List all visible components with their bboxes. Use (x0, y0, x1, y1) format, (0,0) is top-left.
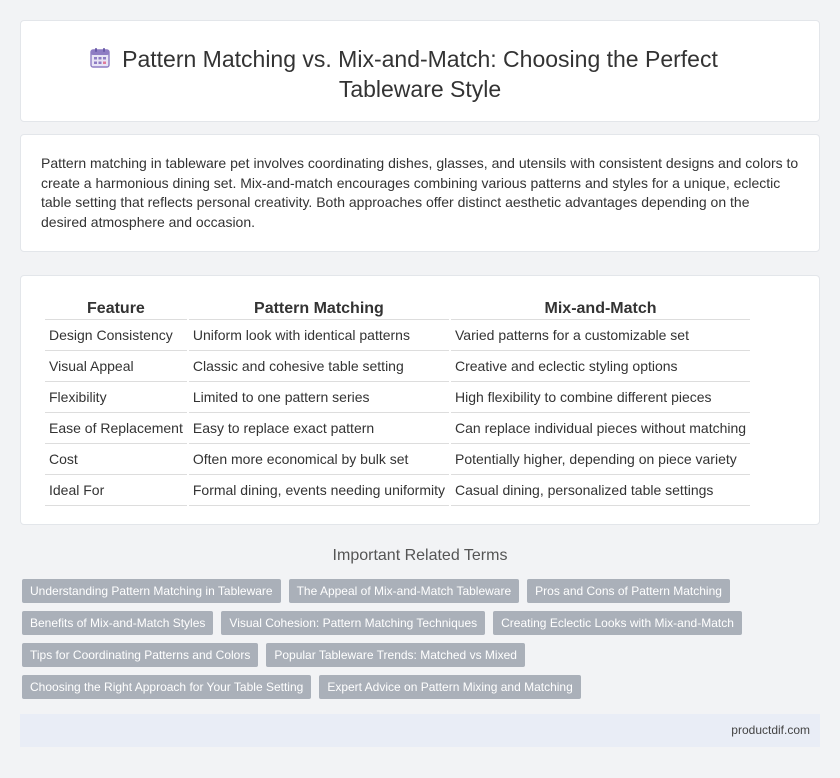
related-term-tag[interactable]: The Appeal of Mix-and-Match Tableware (288, 579, 520, 603)
table-cell: Potentially higher, depending on piece v… (451, 444, 751, 475)
table-cell: Cost (45, 444, 187, 475)
table-row: Ease of Replacement Easy to replace exac… (45, 413, 751, 444)
table-cell: Classic and cohesive table setting (188, 351, 449, 382)
related-term-tag[interactable]: Expert Advice on Pattern Mixing and Matc… (319, 675, 581, 699)
footer-site-link[interactable]: productdif.com (731, 723, 810, 737)
table-cell: Formal dining, events needing uniformity (188, 475, 449, 506)
table-cell: Often more economical by bulk set (188, 444, 449, 475)
table-cell: Varied patterns for a customizable set (451, 320, 751, 351)
table-cell: High flexibility to combine different pi… (451, 382, 751, 413)
comparison-table: Feature Pattern Matching Mix-and-Match D… (43, 296, 752, 506)
table-row: Flexibility Limited to one pattern serie… (45, 382, 751, 413)
header-pattern-matching: Pattern Matching (188, 296, 449, 320)
table-cell: Creative and eclectic styling options (451, 351, 751, 382)
comparison-card: Feature Pattern Matching Mix-and-Match D… (20, 275, 820, 525)
table-row: Visual Appeal Classic and cohesive table… (45, 351, 751, 382)
related-term-tag[interactable]: Visual Cohesion: Pattern Matching Techni… (221, 611, 486, 635)
table-header-row: Feature Pattern Matching Mix-and-Match (45, 296, 751, 320)
table-cell: Limited to one pattern series (188, 382, 449, 413)
related-term-tag[interactable]: Choosing the Right Approach for Your Tab… (22, 675, 312, 699)
title-card: Pattern Matching vs. Mix-and-Match: Choo… (20, 20, 820, 122)
table-row: Ideal For Formal dining, events needing … (45, 475, 751, 506)
table-cell: Can replace individual pieces without ma… (451, 413, 751, 444)
related-term-tag[interactable]: Creating Eclectic Looks with Mix-and-Mat… (493, 611, 742, 635)
table-cell: Easy to replace exact pattern (188, 413, 449, 444)
table-cell: Ideal For (45, 475, 187, 506)
header-feature: Feature (45, 296, 187, 320)
page-title: Pattern Matching vs. Mix-and-Match: Choo… (122, 46, 718, 102)
table-row: Cost Often more economical by bulk set P… (45, 444, 751, 475)
header-mix-and-match: Mix-and-Match (451, 296, 751, 320)
related-term-tag[interactable]: Tips for Coordinating Patterns and Color… (22, 643, 259, 667)
table-cell: Design Consistency (45, 320, 187, 351)
table-cell: Visual Appeal (45, 351, 187, 382)
intro-card: Pattern matching in tableware pet involv… (20, 134, 820, 252)
related-term-tag[interactable]: Benefits of Mix-and-Match Styles (22, 611, 214, 635)
table-row: Design Consistency Uniform look with ide… (45, 320, 751, 351)
calendar-icon (90, 48, 110, 68)
table-cell: Casual dining, personalized table settin… (451, 475, 751, 506)
related-term-tag[interactable]: Understanding Pattern Matching in Tablew… (22, 579, 281, 603)
table-cell: Uniform look with identical patterns (188, 320, 449, 351)
related-term-tag[interactable]: Pros and Cons of Pattern Matching (527, 579, 730, 603)
intro-paragraph: Pattern matching in tableware pet involv… (41, 155, 799, 230)
table-cell: Flexibility (45, 382, 187, 413)
related-terms-heading: Important Related Terms (332, 547, 508, 564)
related-terms-list: Understanding Pattern Matching in Tablew… (22, 579, 752, 699)
related-term-tag[interactable]: Popular Tableware Trends: Matched vs Mix… (266, 643, 525, 667)
table-cell: Ease of Replacement (45, 413, 187, 444)
footer: productdif.com (20, 714, 820, 747)
